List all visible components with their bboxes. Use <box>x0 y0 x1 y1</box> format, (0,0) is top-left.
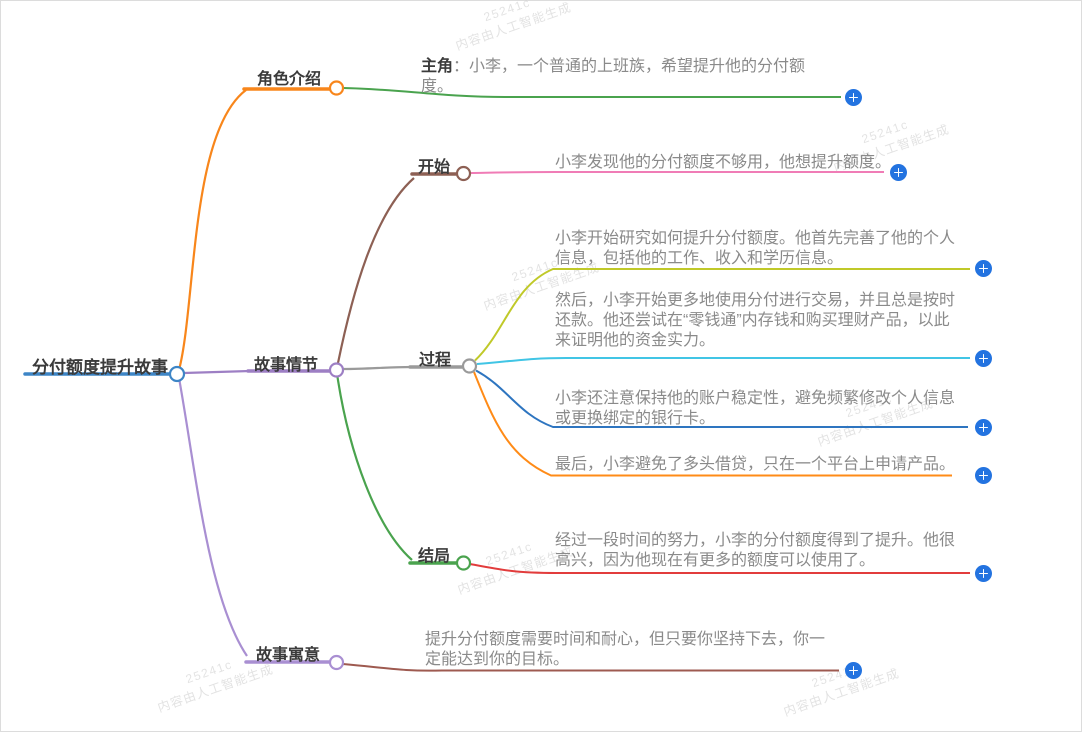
leaf-process-2[interactable]: 然后，小李开始更多地使用分付进行交易，并且总是按时还款。他还尝试在“零钱通”内存… <box>555 292 956 349</box>
edge-role-leaf <box>342 87 841 98</box>
edge-moral-leaf <box>342 663 839 672</box>
node-circle-start[interactable] <box>455 165 472 182</box>
add-node-button-process-3[interactable] <box>975 419 992 436</box>
node-label-plot[interactable]: 故事情节 <box>254 357 319 374</box>
leaf-role[interactable]: 主角：小李，一个普通的上班族，希望提升他的分付额度。 <box>421 57 831 97</box>
add-node-button-process-1[interactable] <box>975 260 992 277</box>
edge-root-moral <box>177 377 248 657</box>
edge-process-leaf1 <box>474 268 970 362</box>
node-circle-process[interactable] <box>461 358 478 374</box>
node-circle-role[interactable] <box>328 80 345 96</box>
plus-icon <box>845 89 862 106</box>
leaf-start[interactable]: 小李发现他的分付额度不够用，他想提升额度。 <box>555 154 892 171</box>
node-label-end[interactable]: 结局 <box>418 548 451 565</box>
edge-root-role <box>177 89 247 371</box>
leaf-process-4[interactable]: 最后，小李避免了多头借贷，只在一个平台上申请产品。 <box>555 456 956 473</box>
edge-plot-end <box>336 376 413 561</box>
plus-icon <box>890 164 907 181</box>
edge-plot-process <box>342 365 413 371</box>
node-label-moral[interactable]: 故事寓意 <box>256 647 321 664</box>
add-node-button-moral[interactable] <box>845 662 862 679</box>
edge-process-leaf4 <box>473 371 952 477</box>
plus-icon <box>975 565 992 582</box>
add-node-button-start[interactable] <box>890 164 907 181</box>
node-label-process[interactable]: 过程 <box>419 352 452 369</box>
leaf-role-text: ：小李，一个普通的上班族，希望提升他的分付额度。 <box>421 58 806 95</box>
add-node-button-role[interactable] <box>845 89 862 106</box>
edge-plot-start <box>336 177 415 364</box>
edge-process-leaf3 <box>475 369 968 428</box>
edge-end-leaf <box>469 563 970 574</box>
node-circle-moral[interactable] <box>328 654 345 671</box>
edge-start-leaf <box>469 171 884 174</box>
plus-icon <box>975 467 992 484</box>
plus-icon <box>845 662 862 679</box>
plus-icon <box>975 260 992 277</box>
leaf-process-3[interactable]: 小李还注意保持他的账户稳定性，避免频繁修改个人信息或更换绑定的银行卡。 <box>555 390 956 427</box>
add-node-button-end[interactable] <box>975 565 992 582</box>
leaf-moral[interactable]: 提升分付额度需要时间和耐心，但只要你坚持下去，你一定能达到你的目标。 <box>425 631 826 668</box>
edge-root-plot <box>183 369 251 375</box>
plus-icon <box>975 419 992 436</box>
edge-process-leaf2 <box>476 357 970 365</box>
add-node-button-process-4[interactable] <box>975 467 992 484</box>
add-node-button-process-2[interactable] <box>975 350 992 367</box>
node-circle-plot[interactable] <box>328 362 345 378</box>
root-node-label[interactable]: 分付额度提升故事 <box>32 358 168 377</box>
leaf-process-1[interactable]: 小李开始研究如何提升分付额度。他首先完善了他的个人信息，包括他的工作、收入和学历… <box>555 230 956 267</box>
leaf-end[interactable]: 经过一段时间的努力，小李的分付额度得到了提升。他很高兴，因为他现在有更多的额度可… <box>555 532 956 569</box>
plus-icon <box>975 350 992 367</box>
node-circle-end[interactable] <box>455 555 472 571</box>
node-label-role[interactable]: 角色介绍 <box>257 71 322 88</box>
node-circle-root[interactable] <box>168 365 186 383</box>
leaf-role-bold: 主角 <box>421 58 454 75</box>
node-label-start[interactable]: 开始 <box>418 159 451 176</box>
